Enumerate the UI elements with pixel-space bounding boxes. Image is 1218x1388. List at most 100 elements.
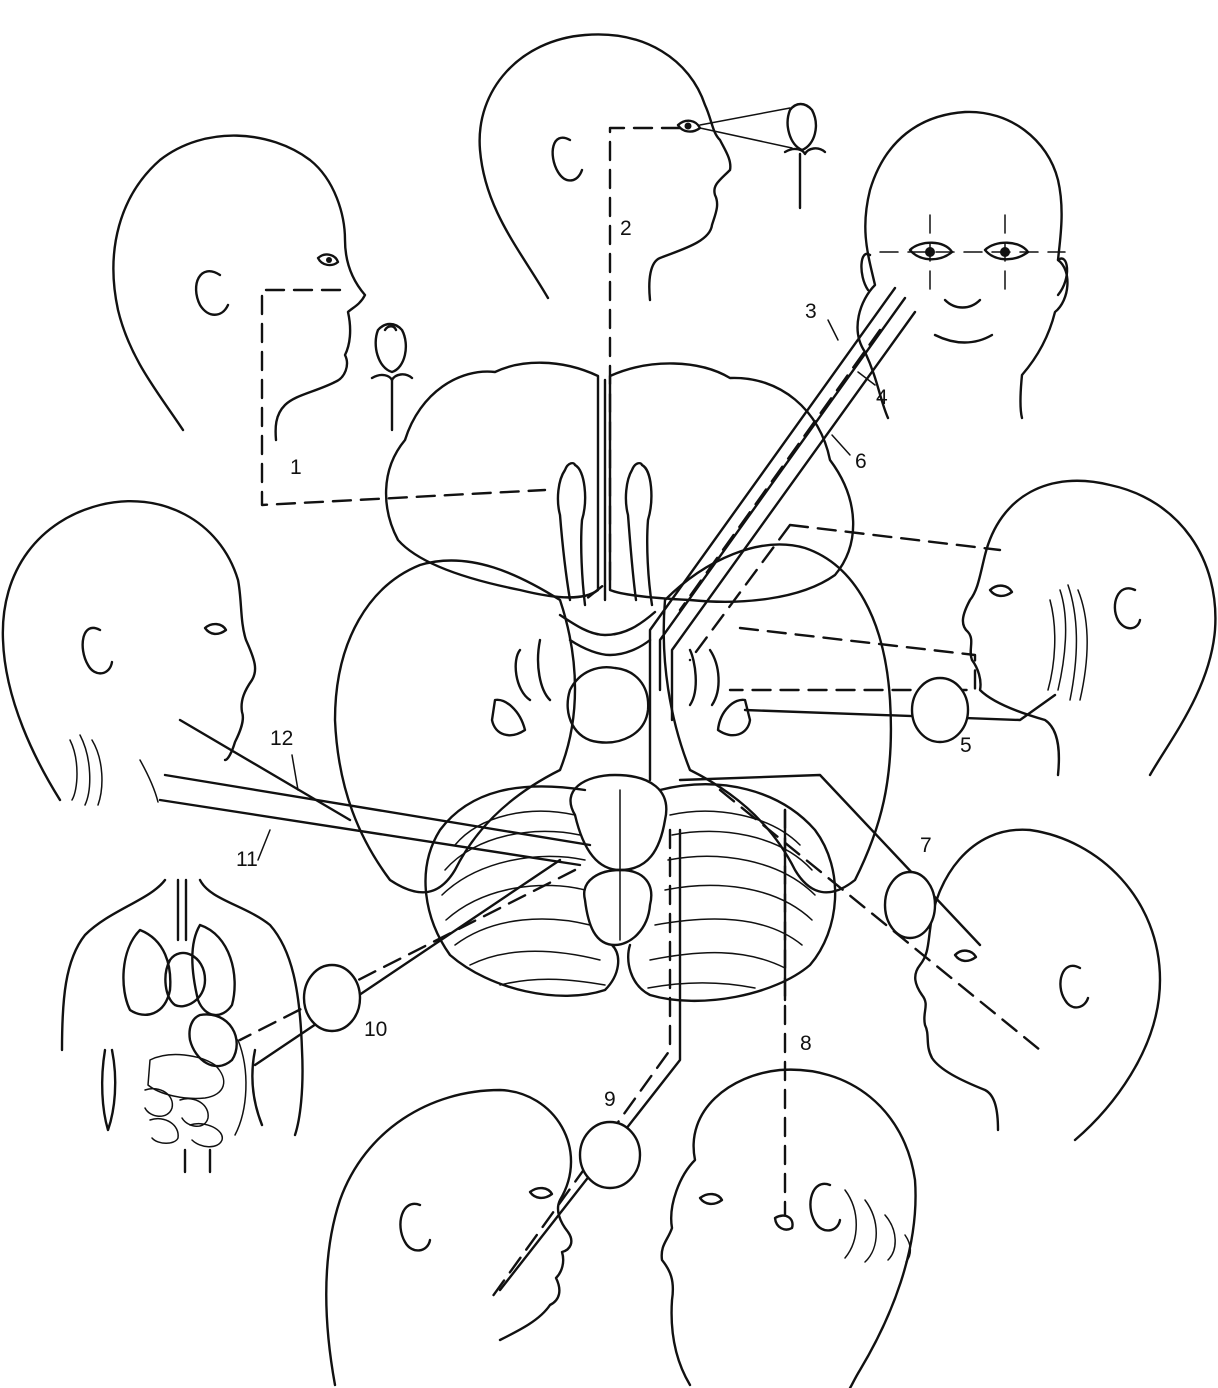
frontal-lobe-left (384, 361, 600, 599)
pathway-10 (253, 858, 562, 1067)
sight-lines (699, 107, 793, 149)
pons (569, 773, 668, 872)
head-outline (856, 110, 1069, 420)
arm-left (100, 1048, 117, 1132)
pupil (326, 257, 332, 263)
arm-right (251, 1048, 264, 1127)
ear (399, 1202, 432, 1252)
jaw-muscles (1047, 584, 1088, 701)
ganglion-7 (883, 870, 937, 940)
head-outline (914, 828, 1162, 1142)
brain-base (333, 361, 893, 1003)
ear (551, 136, 584, 182)
eye (988, 584, 1014, 598)
label-4: 4 (876, 386, 888, 409)
ganglion-10 (302, 963, 362, 1033)
sound-waves (844, 1189, 912, 1263)
ear (809, 1182, 842, 1232)
label-10: 10 (364, 1018, 387, 1041)
eye (316, 253, 340, 267)
ganglion-9 (578, 1120, 642, 1190)
gaze-lines (879, 214, 1066, 291)
cerebellum-folia (441, 810, 816, 989)
pathway-3-dash (678, 328, 882, 612)
label-11: 11 (236, 848, 258, 871)
pathway-5a (688, 523, 1002, 662)
label-2: 2 (620, 217, 632, 240)
optic-chiasm (558, 610, 657, 657)
head-facial (914, 828, 1162, 1142)
sound-source (773, 1214, 794, 1231)
head-outline (478, 33, 732, 302)
pathway-9-dash (488, 828, 672, 1302)
olfactory-bulb-left (556, 461, 587, 607)
label-7: 7 (920, 834, 932, 857)
label-12: 12 (270, 727, 293, 750)
nerve-stumps-right (688, 648, 752, 737)
temporal-lobe-left (333, 559, 577, 894)
pathway-11 (158, 798, 582, 867)
pathway-12 (163, 773, 592, 847)
torso-vagus (60, 878, 304, 1174)
neck-muscles (69, 734, 159, 806)
ear (1113, 587, 1142, 630)
pathway-9 (498, 828, 682, 1292)
trachea (176, 878, 188, 942)
label-8: 8 (800, 1032, 812, 1055)
rose-flower-2 (783, 102, 827, 210)
hypothalamus (566, 666, 650, 744)
label-9: 9 (604, 1088, 616, 1111)
pathway-3 (648, 286, 897, 782)
torso-outline (60, 878, 304, 1137)
ear (194, 270, 230, 316)
olfactory-bulb-right (624, 461, 654, 607)
label-5: 5 (960, 734, 972, 757)
head-olfactory (112, 134, 367, 442)
label-3: 3 (805, 300, 817, 323)
temporal-lobe-right (662, 543, 893, 894)
rose-flower (370, 322, 414, 432)
pathway-5b (728, 626, 977, 692)
pathway-1 (260, 288, 547, 507)
head-vestibulocochlear (660, 1068, 917, 1388)
eye (528, 1186, 554, 1200)
mouth (933, 333, 994, 344)
pathway-6 (670, 310, 917, 722)
ganglion-5 (910, 676, 970, 744)
nerve-pathways (158, 126, 1057, 1302)
head-outline (112, 134, 367, 442)
eye (953, 949, 978, 963)
ear (81, 626, 114, 675)
ear (1059, 964, 1090, 1009)
head-trigeminal (961, 479, 1217, 777)
number-labels: 1 2 3 4 5 6 7 8 9 10 11 12 (236, 217, 972, 1111)
hips (183, 1148, 212, 1174)
nose (943, 298, 982, 309)
head-outline (325, 1088, 573, 1387)
heart-lungs (122, 923, 236, 1017)
head-accessory-hypoglossal (1, 500, 257, 806)
intestines (144, 1039, 247, 1148)
label-1: 1 (290, 456, 302, 479)
ear-right (1056, 257, 1069, 297)
stomach (188, 1013, 238, 1068)
pathway-7-dash (718, 788, 1042, 1052)
medulla (583, 868, 653, 947)
head-outline (660, 1068, 917, 1388)
pathway-10-dash (238, 868, 577, 1042)
eye (698, 1192, 724, 1206)
head-outline (1, 500, 257, 802)
pathway-5c (743, 693, 1057, 722)
cerebellum-right (627, 783, 837, 1003)
pathway-2 (583, 126, 682, 602)
pathway-4 (658, 296, 907, 692)
eye (203, 622, 228, 636)
nerve-stumps-left (490, 638, 552, 737)
head-oculomotor (856, 110, 1069, 420)
label-pointers (257, 319, 876, 861)
cerebellum-left (424, 785, 620, 997)
head-glossopharyngeal (325, 1088, 573, 1387)
head-optic (478, 33, 793, 302)
head-outline (961, 479, 1217, 777)
